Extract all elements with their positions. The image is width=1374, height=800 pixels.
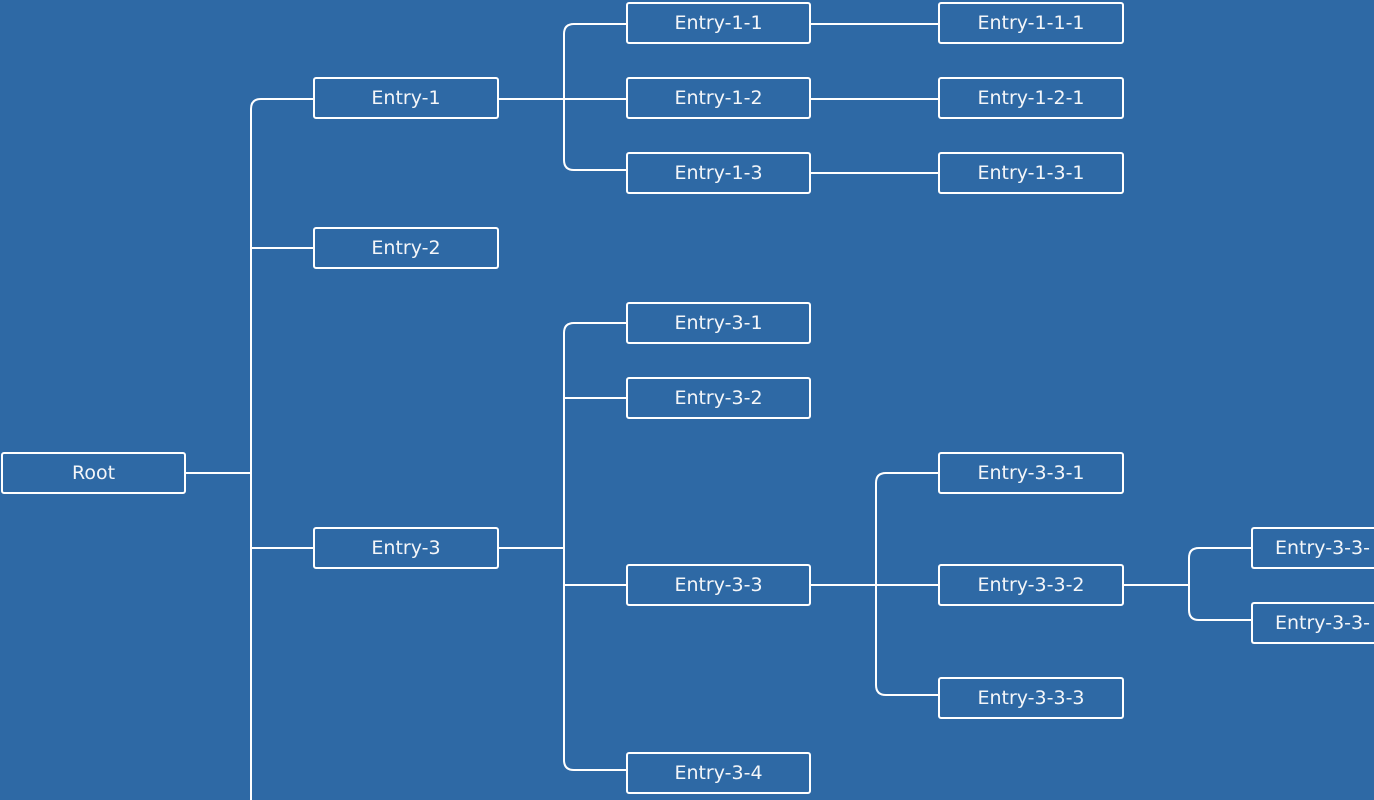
node-entry-1-2[interactable]: Entry-1-2 bbox=[626, 77, 811, 119]
node-root[interactable]: Root bbox=[1, 452, 186, 494]
node-entry-1-2-1[interactable]: Entry-1-2-1 bbox=[938, 77, 1124, 119]
connector-trunk-vertical bbox=[250, 98, 313, 800]
node-entry-3-3-2-1[interactable]: Entry-3-3- bbox=[1251, 527, 1374, 569]
connector-entry-3-3-2-children bbox=[1188, 547, 1251, 621]
connector-entry-1-1 bbox=[563, 23, 626, 171]
node-entry-1-1[interactable]: Entry-1-1 bbox=[626, 2, 811, 44]
node-entry-1[interactable]: Entry-1 bbox=[313, 77, 499, 119]
node-entry-3[interactable]: Entry-3 bbox=[313, 527, 499, 569]
node-entry-3-4[interactable]: Entry-3-4 bbox=[626, 752, 811, 794]
node-entry-1-3-1[interactable]: Entry-1-3-1 bbox=[938, 152, 1124, 194]
connector-entry-3-1 bbox=[563, 322, 626, 771]
node-entry-3-3-3[interactable]: Entry-3-3-3 bbox=[938, 677, 1124, 719]
node-entry-3-2[interactable]: Entry-3-2 bbox=[626, 377, 811, 419]
node-entry-2[interactable]: Entry-2 bbox=[313, 227, 499, 269]
node-entry-3-3-1[interactable]: Entry-3-3-1 bbox=[938, 452, 1124, 494]
node-entry-3-1[interactable]: Entry-3-1 bbox=[626, 302, 811, 344]
node-entry-3-3[interactable]: Entry-3-3 bbox=[626, 564, 811, 606]
node-entry-3-3-2-2[interactable]: Entry-3-3- bbox=[1251, 602, 1374, 644]
node-entry-3-3-2[interactable]: Entry-3-3-2 bbox=[938, 564, 1124, 606]
node-entry-1-3[interactable]: Entry-1-3 bbox=[626, 152, 811, 194]
node-entry-1-1-1[interactable]: Entry-1-1-1 bbox=[938, 2, 1124, 44]
